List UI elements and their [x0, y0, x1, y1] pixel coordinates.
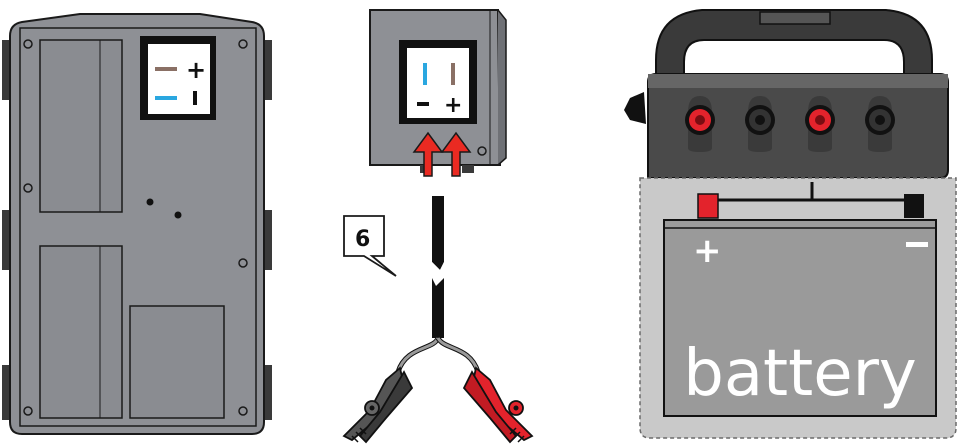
screw-top-left [23, 39, 33, 49]
device-back-view: + [2, 13, 272, 435]
screw-bottom-left [23, 406, 33, 416]
terminal-red-2 [805, 96, 835, 152]
brown-pole-2 [451, 63, 455, 85]
device-connection-view: + 6 [342, 9, 534, 444]
lid-top-strip [648, 74, 948, 88]
screw-top-right [238, 39, 248, 49]
socket-face [148, 44, 210, 114]
mount-hole-2 [174, 211, 182, 219]
battery-terminal-plus [697, 193, 719, 219]
battery-plus-label: + [693, 231, 722, 271]
mount-hole-1 [146, 198, 154, 206]
wire-split-left-inner [396, 337, 440, 373]
screw-device-partial [477, 146, 487, 156]
battery-label: battery [683, 337, 917, 411]
right-rail-lower [262, 365, 272, 420]
callout-number: 6 [355, 227, 370, 252]
socket-minus-mark [193, 91, 197, 105]
carry-handle [655, 9, 933, 81]
battery-box-view: + battery [624, 9, 957, 439]
red-clamp [462, 366, 534, 444]
right-rail-middle [262, 210, 272, 270]
panel-lower-left [39, 245, 123, 419]
screw-mid-left [23, 183, 33, 193]
right-rail-upper [262, 40, 272, 100]
side-knob [624, 92, 646, 124]
brown-pole [155, 67, 177, 71]
left-rail-lower [2, 365, 12, 420]
foot-right [462, 165, 474, 173]
wire-split-right-inner [436, 337, 480, 373]
left-rail-middle [2, 210, 12, 270]
battery-minus-label [906, 242, 928, 247]
screw-bottom-right [238, 406, 248, 416]
battery-terminal-minus [904, 194, 924, 218]
blue-pole-2 [423, 63, 427, 85]
device-side-edge [497, 9, 507, 166]
handle-grip [759, 11, 831, 25]
left-rail-upper [2, 40, 12, 100]
cable-lower [432, 278, 444, 338]
battery-body [663, 219, 937, 417]
socket-minus-mark-2 [417, 102, 429, 106]
terminal-black-2 [865, 96, 895, 152]
up-arrow-icon-right [440, 131, 472, 177]
socket-face-2 [407, 48, 469, 118]
cable-break [432, 262, 444, 286]
inner-frame [19, 27, 257, 427]
terminal-red-1 [685, 96, 715, 152]
socket-plus-label: + [186, 56, 206, 84]
panel-upper-left [39, 39, 123, 213]
screw-mid-right [238, 258, 248, 268]
up-arrow-icon-left [412, 131, 444, 177]
socket-plus-label-2: + [444, 93, 462, 118]
black-clamp [342, 366, 414, 444]
blue-pole [155, 96, 177, 100]
terminal-black-1 [745, 96, 775, 152]
callout-box [343, 215, 397, 277]
cable-upper [432, 196, 444, 270]
panel-lower-right [129, 305, 225, 419]
